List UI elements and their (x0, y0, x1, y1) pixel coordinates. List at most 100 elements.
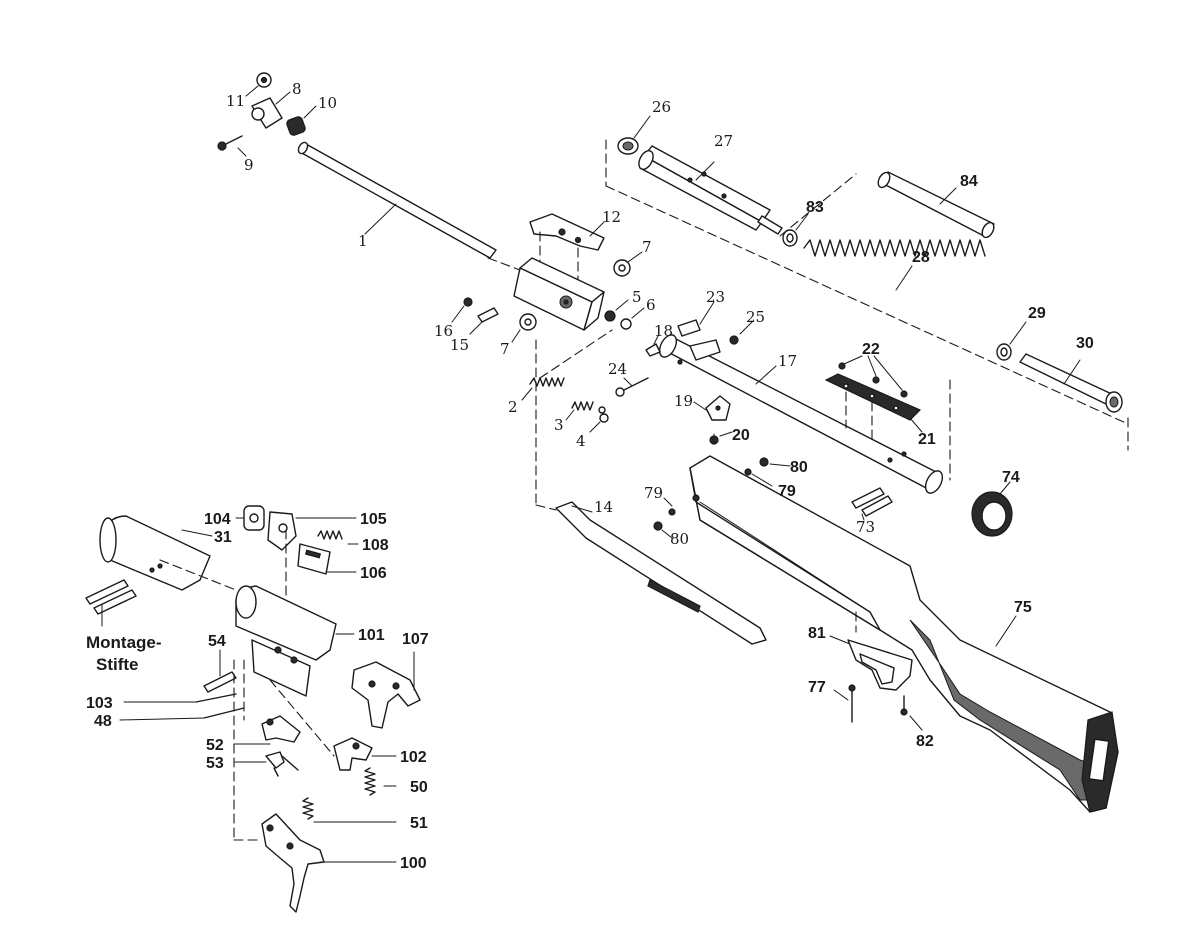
piston-part-27 (638, 145, 783, 235)
washer-part-79a (744, 468, 773, 487)
sear-part-107 (351, 651, 421, 729)
lever-part-52 (233, 715, 301, 745)
label-part-29: 29 (1028, 305, 1046, 322)
screw-part-16 (451, 297, 473, 323)
label-part-84: 84 (960, 173, 978, 190)
lever-part-53 (233, 751, 299, 777)
spring-part-50 (364, 767, 397, 796)
cocking-lever-part-14 (535, 339, 767, 645)
pin-part-18 (645, 335, 661, 357)
label-part-50: 50 (410, 779, 428, 796)
mounting-pins-label-line1: Montage- (86, 633, 162, 652)
nut-part-5 (604, 299, 629, 322)
stock-part-75 (689, 455, 1119, 813)
washer-part-7 (613, 251, 643, 277)
label-part-79b: 79 (644, 484, 663, 502)
label-part-3: 3 (554, 416, 564, 434)
label-part-7a: 7 (642, 238, 652, 256)
label-part-81: 81 (808, 625, 826, 642)
label-part-107: 107 (402, 631, 429, 648)
label-part-30: 30 (1076, 335, 1094, 352)
label-part-48: 48 (94, 713, 112, 730)
label-part-27: 27 (714, 132, 733, 150)
pin-part-15 (469, 307, 499, 335)
label-part-75: 75 (1014, 599, 1032, 616)
label-part-18: 18 (654, 322, 673, 340)
breech-block-body (513, 231, 605, 331)
pin-part-54 (203, 649, 237, 693)
label-part-83: 83 (806, 199, 824, 216)
label-part-10: 10 (318, 94, 337, 112)
label-part-102: 102 (400, 749, 427, 766)
washer-part-29 (996, 321, 1027, 361)
muzzle-part-10 (286, 105, 317, 136)
screw-part-24 (615, 377, 649, 397)
label-part-19: 19 (674, 392, 693, 410)
barrel-part-1 (297, 141, 497, 259)
screw-part-77 (833, 684, 856, 723)
label-part-11: 11 (226, 92, 245, 110)
plate-part-104 (235, 505, 265, 531)
label-part-23: 23 (706, 288, 725, 306)
label-part-105: 105 (360, 511, 387, 528)
label-part-4: 4 (576, 432, 586, 450)
compression-tube-part-17 (658, 334, 944, 494)
label-part-14: 14 (594, 498, 613, 516)
mounting-pins (85, 579, 137, 627)
label-part-51: 51 (410, 815, 428, 832)
mounting-pins-label-line2: Stifte (96, 655, 139, 674)
screw-part-80a (759, 457, 791, 467)
label-part-2: 2 (508, 398, 518, 416)
label-part-74: 74 (1002, 469, 1020, 486)
washer-part-83 (782, 213, 809, 247)
label-part-54: 54 (208, 633, 226, 650)
end-plug-part-74 (971, 481, 1013, 537)
rod-part-30 (1019, 353, 1123, 413)
barrel-block-part-8 (251, 91, 291, 129)
assembly-line-k (269, 679, 335, 757)
label-part-73: 73 (856, 518, 875, 536)
label-part-106: 106 (360, 565, 387, 582)
label-part-31: 31 (214, 529, 232, 546)
end-cap-part-26 (617, 115, 651, 155)
label-part-77: 77 (808, 679, 826, 696)
label-part-6: 6 (646, 296, 656, 314)
trigger-housing-part-101 (235, 585, 355, 697)
screws-part-22 (838, 355, 908, 398)
assembly-line-m (159, 559, 237, 591)
label-part-22: 22 (862, 341, 880, 358)
plate-part-105 (267, 511, 357, 551)
label-part-24: 24 (608, 360, 627, 378)
label-part-103: 103 (86, 695, 113, 712)
ball-part-4 (589, 413, 609, 433)
washer-part-79b (663, 497, 676, 516)
spring-part-108 (317, 530, 359, 545)
label-part-1: 1 (358, 232, 368, 250)
label-part-108: 108 (362, 537, 389, 554)
pin-part-103 (123, 693, 237, 703)
label-part-80a: 80 (790, 459, 808, 476)
label-part-20: 20 (732, 427, 750, 444)
label-part-104: 104 (204, 511, 231, 528)
mainspring-part-28 (803, 239, 986, 291)
label-part-100: 100 (400, 855, 427, 872)
label-part-52: 52 (206, 737, 224, 754)
label-part-80b: 80 (670, 530, 689, 548)
screw-part-80b (653, 521, 673, 539)
label-part-7b: 7 (500, 340, 510, 358)
spring-part-51 (302, 797, 397, 823)
label-part-17: 17 (778, 352, 797, 370)
label-part-101: 101 (358, 627, 385, 644)
label-part-21: 21 (918, 431, 936, 448)
part-labels: 11 8 10 9 1 12 7 7 5 6 16 15 2 3 4 14 26… (86, 80, 1094, 872)
assembly-line-a (539, 329, 613, 379)
scope-rail-part-21 (824, 373, 923, 441)
pin-part-48 (119, 707, 245, 721)
label-part-12: 12 (602, 208, 621, 226)
trigger-guard-part-81 (829, 635, 913, 691)
screw-part-82 (900, 695, 923, 731)
pins-part-73 (851, 487, 893, 521)
housing-part-31 (99, 515, 213, 591)
label-part-9: 9 (244, 156, 254, 174)
